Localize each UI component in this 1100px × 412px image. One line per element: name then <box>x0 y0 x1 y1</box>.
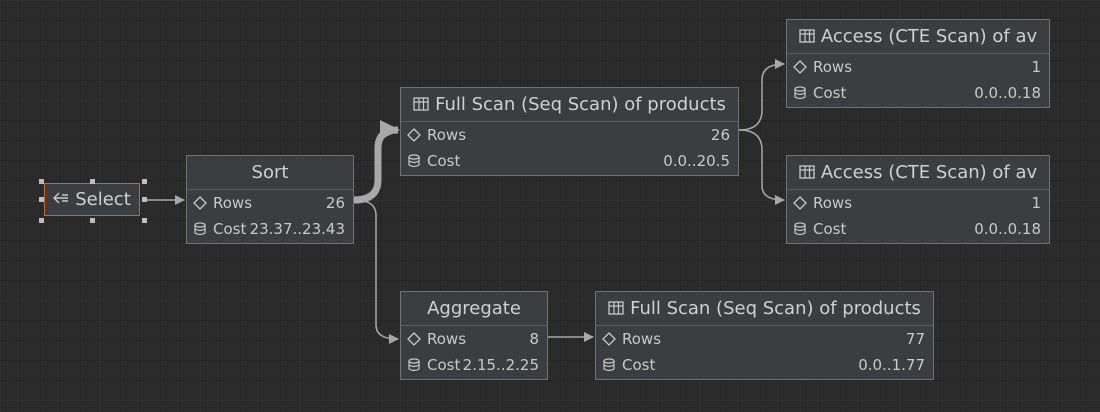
plan-node-access-cte-2[interactable]: Access (CTE Scan) of av Rows 1 Cost 0.0.… <box>786 155 1050 244</box>
arrow-left-icon <box>53 183 69 214</box>
rows-value: 1 <box>1031 194 1041 212</box>
plan-node-sort[interactable]: Sort Rows 26 Cost 23.37..23.43 <box>186 155 354 244</box>
rows-value: 77 <box>905 330 925 348</box>
table-icon <box>799 164 815 179</box>
rows-label: Rows <box>813 194 853 212</box>
cost-row: Cost 23.37..23.43 <box>187 216 353 242</box>
resize-handle[interactable] <box>39 218 44 223</box>
cost-label: Cost <box>622 356 656 374</box>
database-icon <box>408 154 420 168</box>
resize-handle[interactable] <box>39 197 44 202</box>
cost-label: Cost <box>427 152 461 170</box>
resize-handle[interactable] <box>142 179 147 184</box>
node-title: Sort <box>187 156 353 190</box>
rows-value: 8 <box>529 330 539 348</box>
cost-value: 0.0..1.77 <box>858 356 925 374</box>
rows-label: Rows <box>427 126 467 144</box>
cost-value: 0.0..20.5 <box>663 152 730 170</box>
cost-label: Cost <box>813 220 847 238</box>
node-title-text: Access (CTE Scan) of av <box>820 162 1038 183</box>
node-title: Full Scan (Seq Scan) of products <box>596 292 933 326</box>
cost-value: 0.0..0.18 <box>974 84 1041 102</box>
node-title: Aggregate <box>401 292 547 326</box>
rows-value: 1 <box>1031 58 1041 76</box>
cost-value: 23.37..23.43 <box>249 220 345 238</box>
node-title: Access (CTE Scan) of av <box>787 156 1049 190</box>
table-icon <box>608 300 624 315</box>
cost-row: Cost 0.0..0.18 <box>787 216 1049 242</box>
database-icon <box>603 358 615 372</box>
diamond-icon <box>407 128 421 142</box>
table-icon <box>413 96 429 111</box>
plan-node-fullscan-products-1[interactable]: Full Scan (Seq Scan) of products Rows 26… <box>400 87 739 176</box>
node-title-text: Full Scan (Seq Scan) of products <box>630 298 921 319</box>
rows-row: Rows 1 <box>787 190 1049 216</box>
rows-row: Rows 1 <box>787 54 1049 80</box>
cost-label: Cost <box>813 84 847 102</box>
resize-handle[interactable] <box>90 218 95 223</box>
table-icon <box>799 28 815 43</box>
diamond-icon <box>793 60 807 74</box>
cost-row: Cost 0.0..1.77 <box>596 352 933 378</box>
database-icon <box>794 222 806 236</box>
resize-handle[interactable] <box>39 179 44 184</box>
edge-fullscan1-access2 <box>738 129 785 205</box>
rows-label: Rows <box>427 330 467 348</box>
cost-row: Cost 0.0..0.18 <box>787 80 1049 106</box>
rows-row: Rows 77 <box>596 326 933 352</box>
rows-value: 26 <box>325 194 345 212</box>
node-title-text: Access (CTE Scan) of av <box>820 26 1038 47</box>
resize-handle[interactable] <box>142 197 147 202</box>
cost-row: Cost 2.15..2.25 <box>401 352 547 378</box>
rows-label: Rows <box>813 58 853 76</box>
rows-value: 26 <box>710 126 730 144</box>
diamond-icon <box>602 332 616 346</box>
cost-label: Cost <box>427 356 461 374</box>
plan-node-fullscan-products-2[interactable]: Full Scan (Seq Scan) of products Rows 77… <box>595 291 934 380</box>
diamond-icon <box>193 196 207 210</box>
select-label: Select <box>75 189 131 210</box>
plan-node-access-cte-1[interactable]: Access (CTE Scan) of av Rows 1 Cost 0.0.… <box>786 19 1050 108</box>
database-icon <box>794 86 806 100</box>
cost-label: Cost <box>213 220 247 238</box>
cost-row: Cost 0.0..20.5 <box>401 148 738 174</box>
rows-label: Rows <box>622 330 662 348</box>
rows-row: Rows 8 <box>401 326 547 352</box>
rows-row: Rows 26 <box>187 190 353 216</box>
node-title-text: Full Scan (Seq Scan) of products <box>435 94 726 115</box>
resize-handle[interactable] <box>90 179 95 184</box>
edge-sort-fullscan1 <box>353 120 400 204</box>
database-icon <box>408 358 420 372</box>
database-icon <box>194 222 206 236</box>
cost-value: 2.15..2.25 <box>462 356 539 374</box>
diamond-icon <box>793 196 807 210</box>
node-title: Access (CTE Scan) of av <box>787 20 1049 54</box>
rows-label: Rows <box>213 194 253 212</box>
select-node[interactable]: Select <box>44 183 140 216</box>
edge-sort-aggregate <box>353 199 399 344</box>
diamond-icon <box>407 332 421 346</box>
cost-value: 0.0..0.18 <box>974 220 1041 238</box>
node-title: Full Scan (Seq Scan) of products <box>401 88 738 122</box>
plan-node-aggregate[interactable]: Aggregate Rows 8 Cost 2.15..2.25 <box>400 291 548 380</box>
resize-handle[interactable] <box>142 218 147 223</box>
edge-fullscan1-access1 <box>738 59 785 131</box>
rows-row: Rows 26 <box>401 122 738 148</box>
